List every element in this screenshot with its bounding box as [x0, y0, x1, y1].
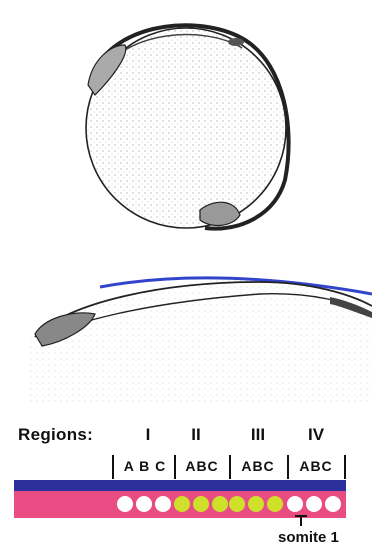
somite-dot: [193, 496, 209, 512]
somite-marker-stem: [300, 516, 302, 526]
region-numeral-ii: II: [191, 425, 200, 445]
somite-dot: [325, 496, 341, 512]
subregion-label-i: A B C: [124, 458, 167, 474]
somite-dot: [229, 496, 245, 512]
embryo-top-view-illustration: [0, 0, 372, 250]
region-numeral-iv: IV: [308, 425, 324, 445]
region-divider: [174, 455, 176, 479]
region-numeral-i: I: [146, 425, 151, 445]
subregion-label-iii: ABC: [241, 458, 274, 474]
subregion-label-iv: ABC: [299, 458, 332, 474]
somite-dot: [136, 496, 152, 512]
somite-dot: [155, 496, 171, 512]
somite-dot: [212, 496, 228, 512]
region-divider: [229, 455, 231, 479]
somite-label: somite 1: [278, 529, 339, 546]
somite-dot: [287, 496, 303, 512]
region-divider: [112, 455, 114, 479]
somite-dot: [117, 496, 133, 512]
region-numeral-iii: III: [251, 425, 265, 445]
regions-label: Regions:: [18, 425, 93, 445]
somite-dot: [248, 496, 264, 512]
somite-dot: [267, 496, 283, 512]
region-divider: [287, 455, 289, 479]
somite-dot: [306, 496, 322, 512]
somite-dot: [174, 496, 190, 512]
blue-band: [14, 480, 346, 491]
embryo-side-view-illustration: [0, 262, 372, 402]
region-divider: [344, 455, 346, 479]
subregion-label-ii: ABC: [185, 458, 218, 474]
